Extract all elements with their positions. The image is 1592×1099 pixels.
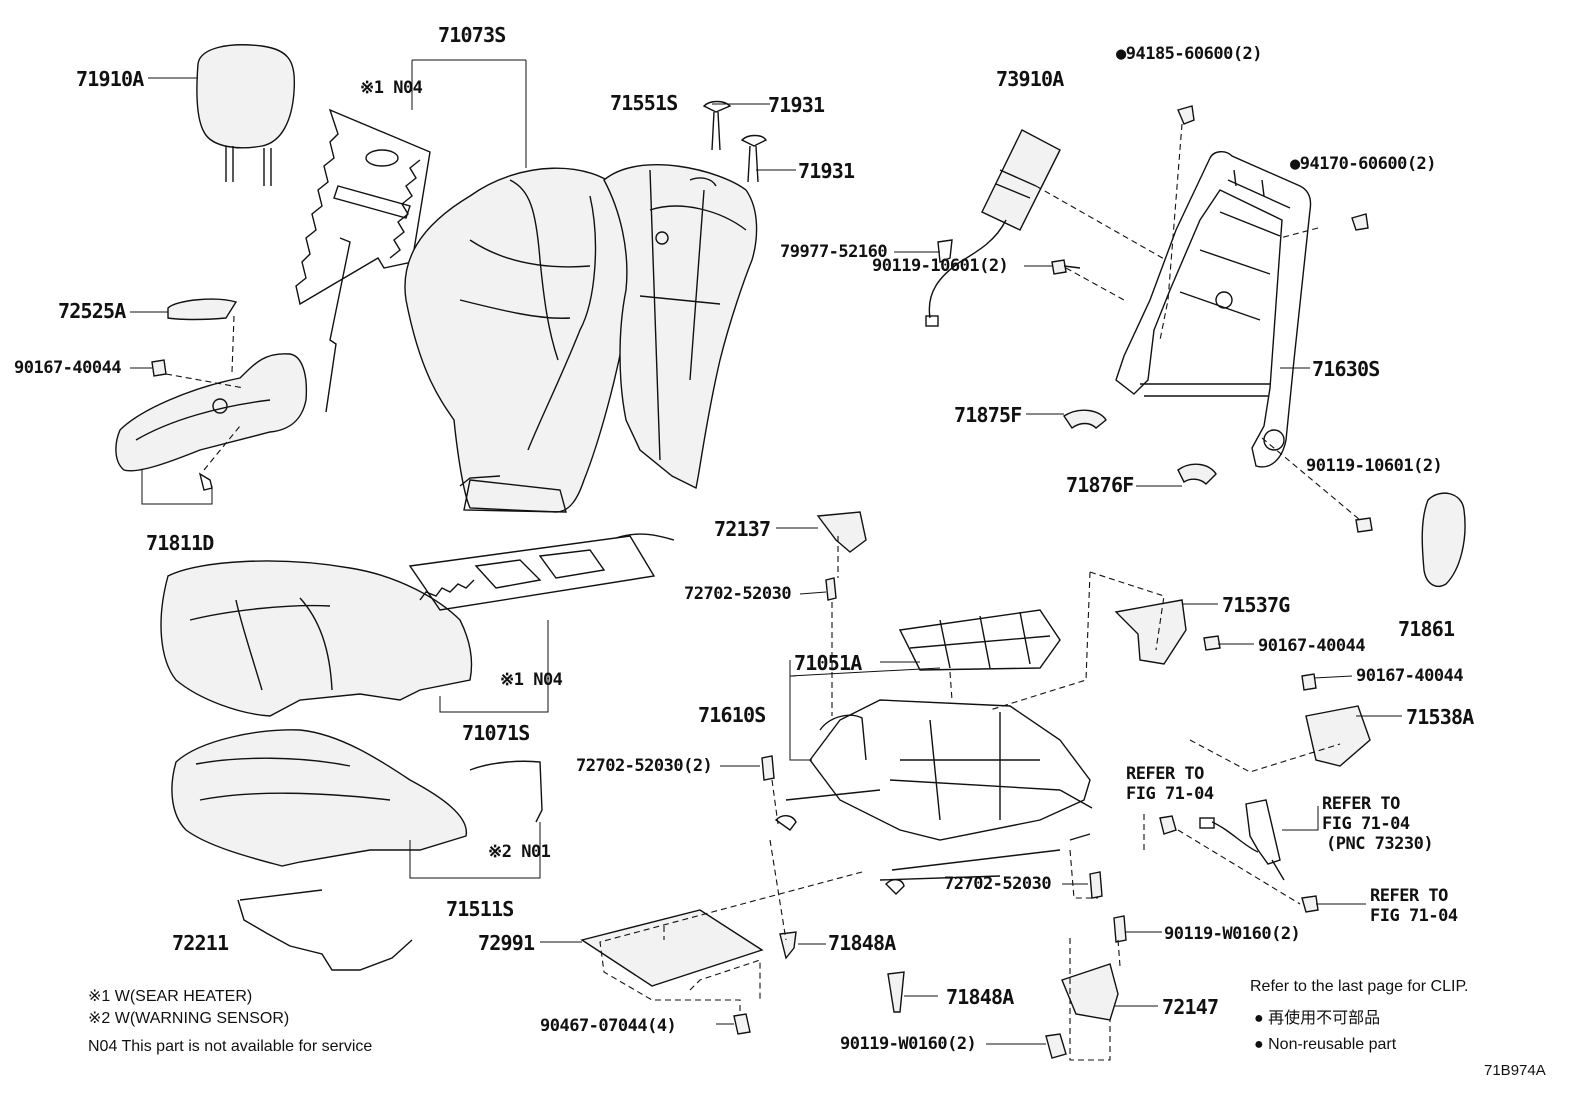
label-90119W-a: 90119-W0160(2) xyxy=(1164,924,1301,944)
label-71610S: 71610S xyxy=(698,703,766,727)
legend-non-reusable: ● Non-reusable part xyxy=(1254,1036,1397,1053)
label-n04-top: ※1 N04 xyxy=(360,78,423,98)
footnote-1: ※1 W(SEAR HEATER) xyxy=(88,988,253,1005)
cushion-cover-71071S xyxy=(160,560,473,717)
label-71811D: 71811D xyxy=(146,531,214,555)
label-71073S: 71073S xyxy=(438,23,506,47)
spring-71051A xyxy=(898,609,1061,671)
label-72525A: 72525A xyxy=(58,299,126,323)
board-72991 xyxy=(580,909,764,987)
label-90119-a: 90119-10601(2) xyxy=(872,256,1009,276)
label-71537G: 71537G xyxy=(1222,593,1290,617)
wire-72211 xyxy=(237,889,413,971)
label-refer1-a: REFER TO xyxy=(1126,764,1204,784)
label-72211: 72211 xyxy=(172,931,229,955)
label-71551S: 71551S xyxy=(610,91,678,115)
label-refer3-a: REFER TO xyxy=(1370,886,1448,906)
label-71931-b: 71931 xyxy=(798,159,855,183)
figure-code: 71B974A xyxy=(1484,1062,1546,1079)
label-94185: ●94185-60600(2) xyxy=(1116,44,1263,64)
label-90119W-b: 90119-W0160(2) xyxy=(840,1034,977,1054)
label-90167-a: 90167-40044 xyxy=(14,358,122,378)
label-71630S: 71630S xyxy=(1312,357,1380,381)
clip-note: Refer to the last page for CLIP. xyxy=(1250,978,1469,995)
headrest-71910A xyxy=(196,44,296,186)
label-94170: ●94170-60600(2) xyxy=(1290,154,1437,174)
label-71848A-a: 71848A xyxy=(828,931,896,955)
clip-71931 xyxy=(702,100,768,183)
label-71051A: 71051A xyxy=(794,651,862,675)
seatback-board-71551S xyxy=(603,164,758,490)
leader-lines xyxy=(130,77,1402,1045)
label-90167-c: 90167-40044 xyxy=(1356,666,1464,686)
seatback-frame-71630S xyxy=(1115,151,1312,468)
label-71876F: 71876F xyxy=(1066,473,1134,497)
group-brackets xyxy=(141,59,941,879)
label-72702-c: 72702-52030 xyxy=(944,874,1052,894)
bracket-72147 xyxy=(1061,963,1119,1021)
label-71071S: 71071S xyxy=(462,721,530,745)
label-79977: 79977-52160 xyxy=(780,242,888,262)
footnote-n04: N04 This part is not available for servi… xyxy=(88,1038,373,1055)
label-71511S: 71511S xyxy=(446,897,514,921)
label-71538A: 71538A xyxy=(1406,705,1474,729)
label-71931-a: 71931 xyxy=(768,93,825,117)
label-refer2-b: FIG 71-04 xyxy=(1322,814,1410,834)
cushion-pad-71511S xyxy=(171,729,543,867)
label-72991: 72991 xyxy=(478,931,535,955)
airbag-73910A xyxy=(925,129,1061,327)
seat-adjuster-71610S xyxy=(774,699,1093,895)
seat-belt-buckle xyxy=(1199,799,1285,881)
bracket-72137 xyxy=(816,511,867,553)
bracket-71538A xyxy=(1305,705,1371,767)
label-90119-b: 90119-10601(2) xyxy=(1306,456,1443,476)
label-71875F: 71875F xyxy=(954,403,1022,427)
label-72147: 72147 xyxy=(1162,995,1219,1019)
label-refer2-a: REFER TO xyxy=(1322,794,1400,814)
label-72702-a: 72702-52030 xyxy=(684,584,792,604)
label-90167-b: 90167-40044 xyxy=(1258,636,1366,656)
label-refer1-b: FIG 71-04 xyxy=(1126,784,1214,804)
seatback-cover-71073S xyxy=(404,167,638,513)
shields-71875F-71876F xyxy=(1063,409,1217,485)
label-73910A: 73910A xyxy=(996,67,1064,91)
footnote-2: ※2 W(WARNING SENSOR) xyxy=(88,1010,290,1027)
label-refer3-b: FIG 71-04 xyxy=(1370,906,1458,926)
assembly-lines xyxy=(165,123,1361,1061)
legend-japanese: ● 再使用不可部品 xyxy=(1254,1010,1381,1027)
label-71861: 71861 xyxy=(1398,617,1455,641)
label-refer2-c: (PNC 73230) xyxy=(1326,834,1434,854)
label-71848A-b: 71848A xyxy=(946,985,1014,1009)
label-n04-mid: ※1 N04 xyxy=(500,670,563,690)
label-72702-b: 72702-52030(2) xyxy=(576,756,713,776)
label-90467: 90467-07044(4) xyxy=(540,1016,677,1036)
bracket-71537G xyxy=(1114,599,1187,665)
cushion-heater-panel xyxy=(408,533,675,611)
label-n01: ※2 N01 xyxy=(488,842,551,862)
label-71910A: 71910A xyxy=(76,67,144,91)
cover-71861 xyxy=(1421,492,1466,588)
seatback-heater-panel xyxy=(295,108,431,413)
label-72137: 72137 xyxy=(714,517,771,541)
